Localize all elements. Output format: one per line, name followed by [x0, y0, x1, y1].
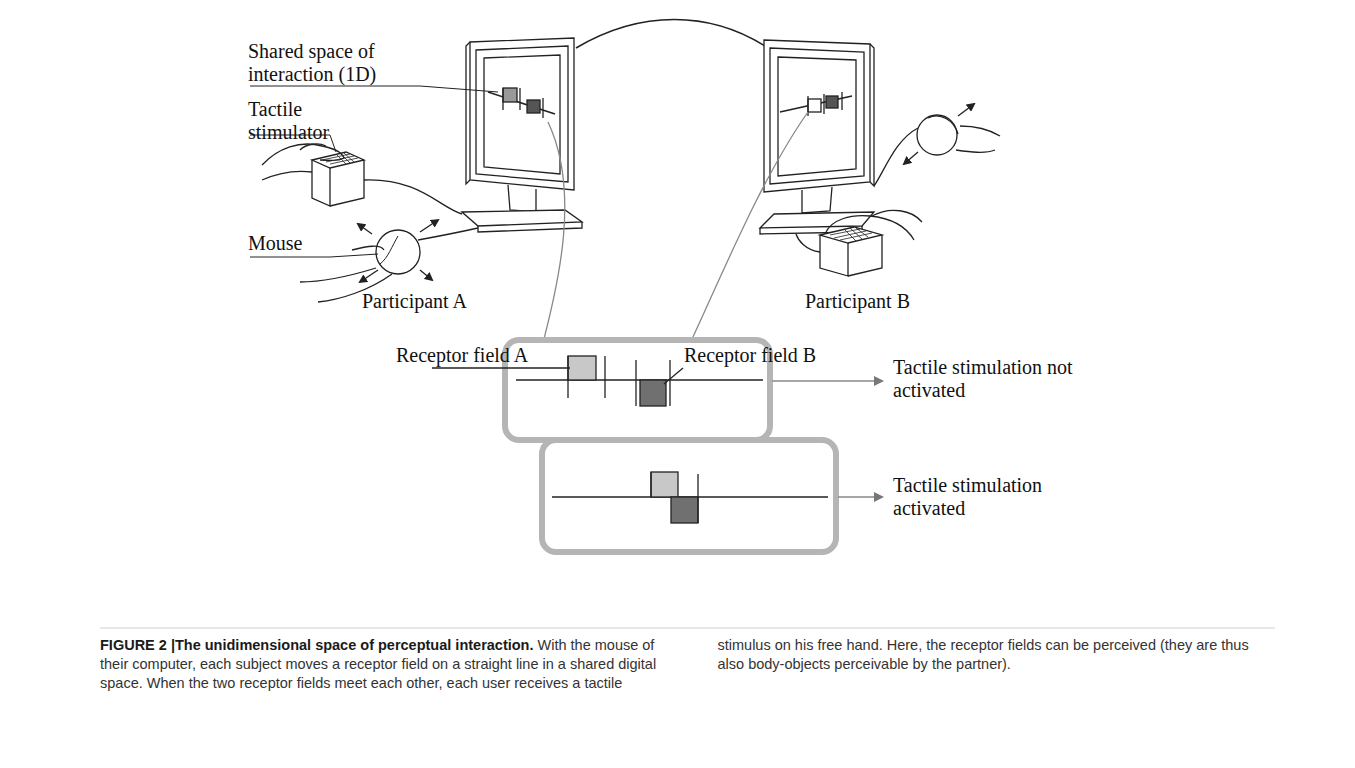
screen-label: Shared space of interaction (1D)	[248, 40, 423, 86]
participant-name: Participant B	[805, 290, 955, 313]
figure-caption: FIGURE 2 |The unidimensional space of pe…	[100, 636, 1275, 693]
stimulator-label: Tactile stimulator	[248, 98, 358, 144]
stimulation-state: Tactile stimulation not activated	[893, 356, 1073, 402]
receptor-field-label: Receptor field A	[396, 344, 566, 367]
receptor-field-label: Receptor field B	[684, 344, 854, 367]
mouse-label: Mouse	[248, 232, 368, 255]
participant-name: Participant A	[362, 290, 512, 313]
stimulation-state: Tactile stimulation activated	[893, 474, 1073, 520]
